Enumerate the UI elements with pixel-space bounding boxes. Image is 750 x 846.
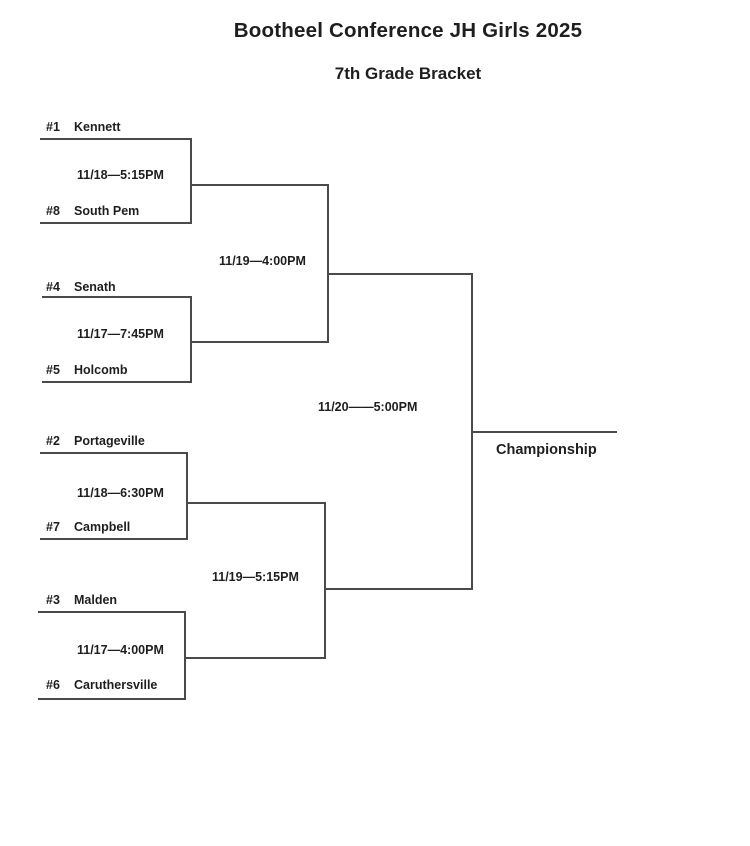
slot-line-campbell [40, 538, 188, 540]
winner-line-semifinal2 [324, 588, 473, 590]
team-slot-malden: #3 Malden [46, 593, 117, 607]
team-name: Malden [74, 593, 118, 607]
team-seed: #2 [46, 434, 60, 448]
team-slot-south-pem: #8 South Pem [46, 204, 139, 218]
team-seed: #8 [46, 204, 60, 218]
game1-time: 11/18—5:15PM [77, 168, 164, 182]
team-name: Senath [74, 280, 116, 294]
team-name: Holcomb [74, 363, 128, 377]
game3-time: 11/18—6:30PM [77, 486, 164, 500]
final-time: 11/20——5:00PM [318, 400, 418, 414]
winner-line-game1 [190, 184, 329, 186]
team-name: Caruthersville [74, 678, 158, 692]
slot-line-holcomb [42, 381, 192, 383]
riser-game2 [190, 296, 192, 383]
team-seed: #5 [46, 363, 60, 377]
team-slot-kennett: #1 Kennett [46, 120, 121, 134]
team-seed: #4 [46, 280, 60, 294]
winner-line-game4 [184, 657, 326, 659]
team-seed: #1 [46, 120, 60, 134]
page-title: Bootheel Conference JH Girls 2025 [233, 19, 583, 42]
semifinal1-time: 11/19—4:00PM [219, 254, 306, 268]
slot-line-kennett [40, 138, 192, 140]
riser-semifinal1 [327, 184, 329, 343]
semifinal2-time: 11/19—5:15PM [212, 570, 299, 584]
championship-label: Championship [496, 442, 597, 458]
slot-line-senath [42, 296, 192, 298]
slot-line-south-pem [40, 222, 192, 224]
team-seed: #3 [46, 593, 60, 607]
winner-line-semifinal1 [327, 273, 473, 275]
team-slot-campbell: #7 Campbell [46, 520, 130, 534]
team-name: Kennett [74, 120, 121, 134]
team-slot-holcomb: #5 Holcomb [46, 363, 127, 377]
championship-line [471, 431, 617, 433]
riser-game3 [186, 452, 188, 540]
riser-game4 [184, 611, 186, 700]
team-name: South Pem [74, 204, 140, 218]
slot-line-caruthersville [38, 698, 186, 700]
winner-line-game3 [186, 502, 326, 504]
team-name: Campbell [74, 520, 131, 534]
team-seed: #6 [46, 678, 60, 692]
team-seed: #7 [46, 520, 60, 534]
team-name: Portageville [74, 434, 145, 448]
winner-line-game2 [190, 341, 329, 343]
team-slot-senath: #4 Senath [46, 280, 116, 294]
slot-line-portageville [40, 452, 188, 454]
slot-line-malden [38, 611, 186, 613]
team-slot-portageville: #2 Portageville [46, 434, 145, 448]
game2-time: 11/17—7:45PM [77, 327, 164, 341]
team-slot-caruthersville: #6 Caruthersville [46, 678, 157, 692]
riser-game1 [190, 138, 192, 224]
game4-time: 11/17—4:00PM [77, 643, 164, 657]
riser-semifinal2 [324, 502, 326, 659]
page-subtitle: 7th Grade Bracket [334, 64, 482, 83]
